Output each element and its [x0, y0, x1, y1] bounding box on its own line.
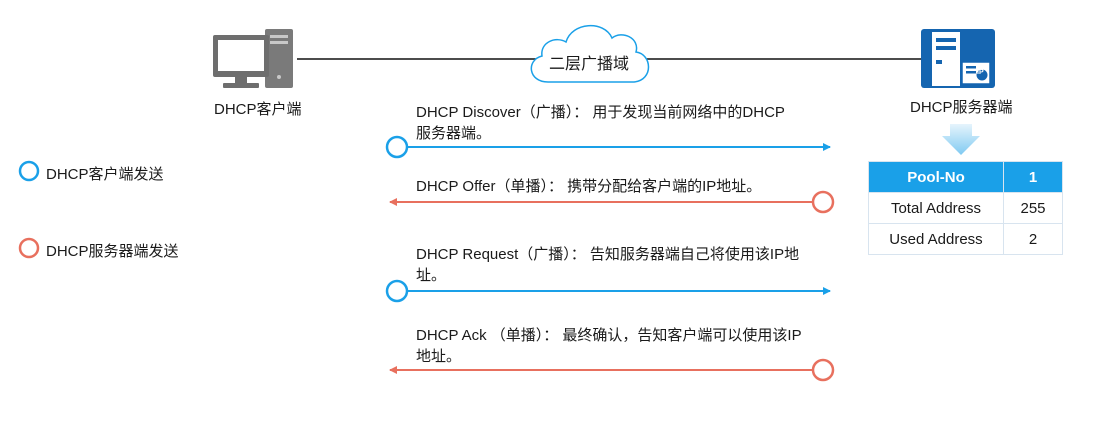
down-arrow-icon: [942, 124, 980, 155]
request-message: DHCP Request（广播）： 告知服务器端自己将使用该IP地址。: [416, 246, 800, 284]
table-header-row: Pool-No 1: [868, 161, 1063, 193]
address-pool-table: Pool-No 1 Total Address 255 Used Address…: [868, 161, 1063, 255]
table-header-cell: 1: [1003, 161, 1063, 193]
server-label: DHCP服务器端: [910, 99, 1013, 116]
computer-icon: [213, 29, 293, 88]
ack-message: DHCP Ack （单播）： 最终确认，告知客户端可以使用该IP地址。: [416, 327, 802, 365]
discover-arrow: [385, 135, 831, 159]
discover-message: DHCP Discover（广播）： 用于发现当前网络中的DHCP服务器端。: [416, 104, 785, 142]
legend-client-circle: [18, 160, 40, 182]
offer-message: DHCP Offer（单播）： 携带分配给客户端的IP地址。: [416, 178, 762, 195]
cloud-icon: [530, 24, 650, 83]
server-ip-badge: IP: [977, 69, 984, 76]
request-arrow: [385, 279, 831, 303]
client-label: DHCP客户端: [214, 101, 302, 118]
table-row: Total Address 255: [868, 192, 1063, 224]
legend-server-circle: [18, 237, 40, 259]
table-header-cell: Pool-No: [868, 161, 1004, 193]
ack-arrow: [389, 358, 835, 382]
table-cell: Used Address: [868, 223, 1004, 255]
table-cell: 2: [1003, 223, 1063, 255]
server-icon: [921, 29, 995, 88]
table-row: Used Address 2: [868, 223, 1063, 255]
table-cell: Total Address: [868, 192, 1004, 224]
offer-arrow: [389, 190, 835, 214]
cloud-label: 二层广播域: [549, 56, 630, 73]
table-cell: 255: [1003, 192, 1063, 224]
legend-server-label: DHCP服务器端发送: [46, 243, 179, 260]
legend-client-label: DHCP客户端发送: [46, 166, 164, 183]
